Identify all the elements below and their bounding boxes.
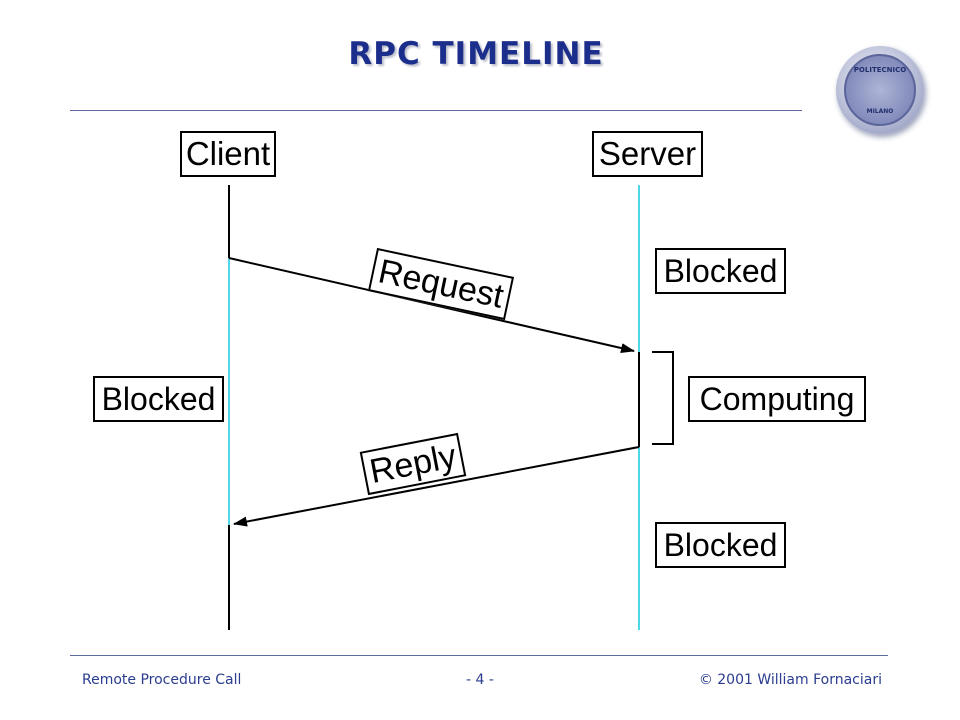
footer-copyright: © 2001 William Fornaciari <box>698 672 882 688</box>
footer-title: Remote Procedure Call <box>82 672 242 688</box>
university-seal-logo: POLITECNICO MILANO <box>836 46 924 134</box>
page-number: - 4 - <box>466 672 494 688</box>
client-blocked-label: Blocked <box>93 376 224 422</box>
header-divider <box>70 110 802 111</box>
reply-arrow <box>233 446 640 527</box>
server-computing-label: Computing <box>688 376 866 422</box>
computing-bracket <box>652 351 674 445</box>
slide-title: RPC TIMELINE <box>348 36 604 72</box>
server-blocked-bottom-label: Blocked <box>655 522 786 568</box>
seal-emblem <box>844 54 916 126</box>
seal-bottom-text: MILANO <box>866 108 894 115</box>
server-label: Server <box>592 131 703 177</box>
client-label: Client <box>180 131 276 177</box>
footer-divider <box>70 655 888 656</box>
seal-top-text: POLITECNICO <box>853 66 907 74</box>
server-blocked-top-label: Blocked <box>655 248 786 294</box>
